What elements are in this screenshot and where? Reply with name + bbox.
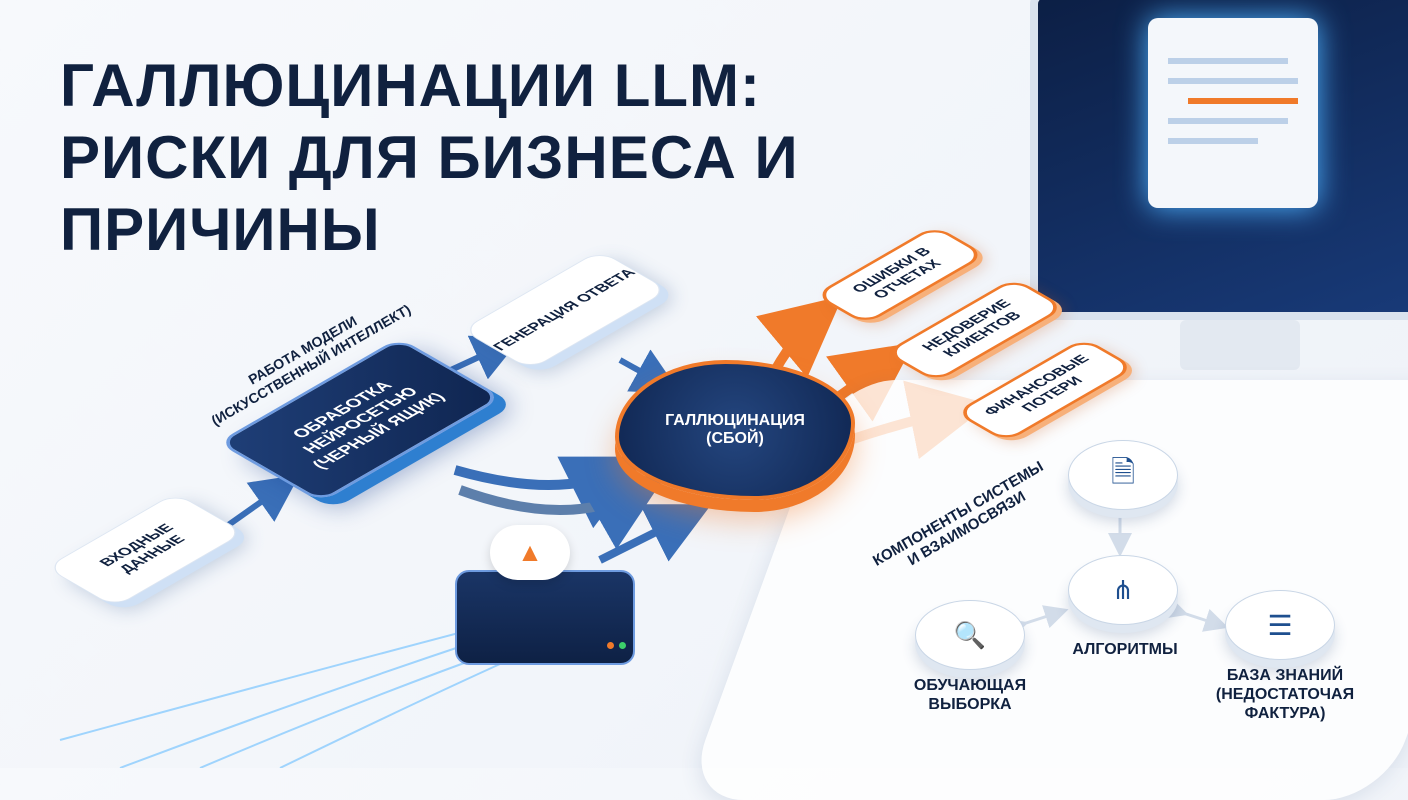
monitor-illustration	[1030, 0, 1408, 320]
folder-search-icon: 🔍	[953, 619, 987, 650]
knowledge-base-label: БАЗА ЗНАНИЙ (НЕДОСТАТОЧАЯ ФАКТУРА)	[1215, 667, 1355, 722]
database-icon: ☰	[1267, 609, 1293, 641]
warning-cloud-icon: ▲	[490, 525, 570, 580]
algorithms-node: ⋔	[1068, 555, 1178, 625]
hallucination-cloud: ГАЛЛЮЦИНАЦИЯ (СБОЙ)	[615, 360, 855, 500]
algorithms-label: АЛГОРИТМЫ	[1072, 641, 1178, 658]
neural-network-icon: ⋔	[1112, 574, 1134, 605]
document-icon: 🗎	[1110, 455, 1136, 489]
page-title: ГАЛЛЮЦИНАЦИИ LLM: РИСКИ ДЛЯ БИЗНЕСА И ПР…	[60, 52, 799, 263]
arrow-router-to-hallucination	[598, 504, 712, 564]
training-label: ОБУЧАЮЩАЯ ВЫБОРКА	[913, 677, 1027, 713]
knowledge-base-node: ☰	[1225, 590, 1335, 660]
document-node: 🗎	[1068, 440, 1178, 510]
document-window	[1148, 18, 1318, 208]
router-device	[455, 570, 635, 665]
arrow-model-to-hallucination	[453, 456, 647, 529]
training-node: 🔍	[915, 600, 1025, 670]
monitor-stand	[1180, 320, 1300, 370]
data-streams	[59, 629, 521, 768]
